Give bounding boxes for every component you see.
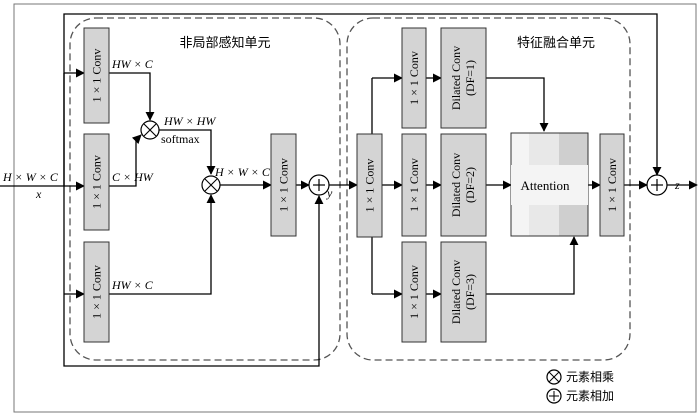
multiply-op-2 xyxy=(201,175,221,195)
dilated-conv-1-line2: (DF=1) xyxy=(463,60,477,96)
add-op-1 xyxy=(308,174,330,196)
conv-box-top-label: 1 × 1 Conv xyxy=(90,49,104,103)
legend-add: 元素相加 xyxy=(546,388,614,404)
dilated-conv-3-line1: Dilated Conv xyxy=(449,260,463,324)
add-op-2 xyxy=(646,174,668,196)
mid-to-mult1-arrow xyxy=(109,134,142,187)
bottom-to-mult2-arrow xyxy=(109,194,216,295)
conv-box-bottom: 1 × 1 Conv xyxy=(83,241,110,343)
legend-multiply: 元素相乘 xyxy=(546,369,614,385)
dilated-conv-3-line2: (DF=3) xyxy=(463,274,477,310)
conv-box-middle-label: 1 × 1 Conv xyxy=(90,155,104,209)
attention-block: Attention xyxy=(510,132,589,237)
legend-add-label: 元素相加 xyxy=(566,389,614,403)
proj-conv-box-label: 1 × 1 Conv xyxy=(277,158,291,212)
fusion-conv-box: 1 × 1 Conv xyxy=(356,133,383,238)
dim-attn-label: HW × HW xyxy=(163,114,216,128)
nonlocal-unit-container xyxy=(69,17,341,361)
z-var-label: z xyxy=(674,178,680,192)
mult1-to-mult2-arrow xyxy=(159,129,216,175)
branch1-conv-box: 1 × 1 Conv xyxy=(401,27,427,129)
branch2-conv-box: 1 × 1 Conv xyxy=(401,133,427,237)
dim-top-label: HW × C xyxy=(111,57,154,71)
multiply-op-1 xyxy=(140,120,160,140)
conv-box-middle: 1 × 1 Conv xyxy=(83,133,110,231)
softmax-label: softmax xyxy=(161,132,200,146)
proj-conv-box: 1 × 1 Conv xyxy=(270,133,297,237)
fusion-conv-box-label: 1 × 1 Conv xyxy=(363,159,377,213)
out-conv-box: 1 × 1 Conv xyxy=(599,133,625,237)
conv-box-bottom-label: 1 × 1 Conv xyxy=(90,265,104,319)
dilated-conv-2-line1: Dilated Conv xyxy=(449,153,463,217)
dim-out-label: H × W × C xyxy=(214,165,271,179)
dilated-conv-box-2: Dilated Conv (DF=2) xyxy=(440,133,487,237)
residual-skip-arrow xyxy=(63,195,324,367)
dilated-conv-1-line1: Dilated Conv xyxy=(449,46,463,110)
dilated-conv-box-1: Dilated Conv (DF=1) xyxy=(440,27,487,129)
branch3-conv-box: 1 × 1 Conv xyxy=(401,241,427,343)
dim-bottom-label: HW × C xyxy=(111,278,154,292)
legend-multiply-label: 元素相乘 xyxy=(566,370,614,384)
global-skip-arrow xyxy=(63,13,662,186)
dilated1-to-attention xyxy=(486,77,549,132)
dilated-conv-box-3: Dilated Conv (DF=3) xyxy=(440,241,487,343)
y-var-label: y xyxy=(326,186,333,200)
nonlocal-unit-title: 非局部感知单元 xyxy=(179,35,270,51)
branch3-conv-label: 1 × 1 Conv xyxy=(407,265,421,319)
fusion-unit-title: 特征融合单元 xyxy=(517,36,595,51)
dilated3-to-attention xyxy=(486,236,579,295)
input-dims-label: H × W × C xyxy=(2,170,59,184)
dim-mid-label: C × HW xyxy=(112,170,154,184)
conv-box-top: 1 × 1 Conv xyxy=(83,27,110,124)
fusion-unit-container xyxy=(346,17,631,361)
top-to-mult1-arrow xyxy=(109,72,155,121)
branch1-conv-label: 1 × 1 Conv xyxy=(407,51,421,105)
branch2-conv-label: 1 × 1 Conv xyxy=(407,158,421,212)
input-var-label: x xyxy=(35,187,42,201)
dilated-conv-2-line2: (DF=2) xyxy=(463,167,477,203)
out-conv-label: 1 × 1 Conv xyxy=(605,158,619,212)
attention-label: Attention xyxy=(520,178,570,193)
